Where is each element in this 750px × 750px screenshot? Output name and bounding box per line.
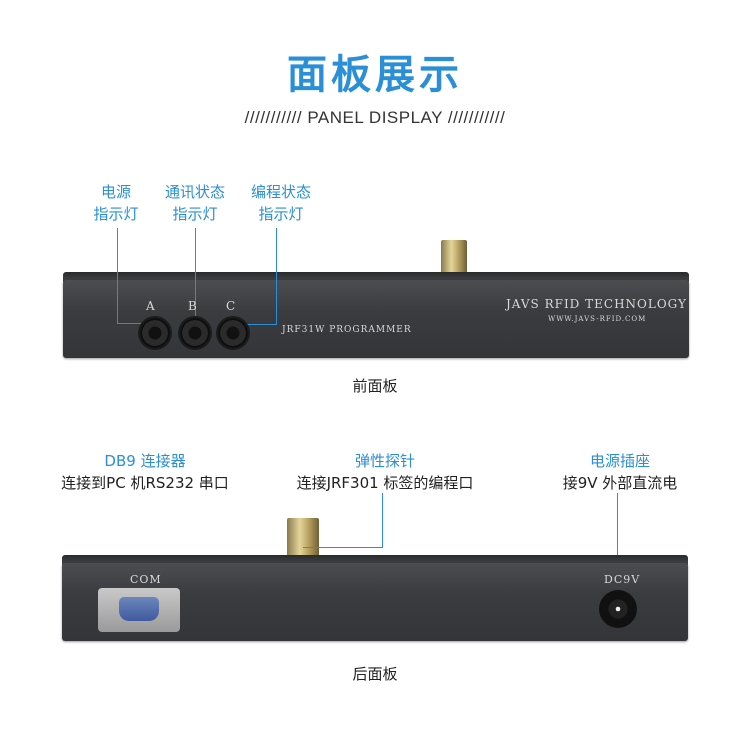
dc-text: DC9V	[604, 573, 641, 586]
led-letter-c: C	[226, 299, 237, 313]
url-text: WWW.JAVS-RFID.COM	[548, 315, 647, 323]
front-caption: 前面板	[352, 377, 398, 395]
led-letter-a: A	[146, 299, 156, 313]
model-text: JRF31W PROGRAMMER	[282, 325, 412, 335]
front-panel	[63, 280, 689, 358]
page-title: 面板展示	[287, 52, 463, 98]
brand-text: JAVS RFID TECHNOLOGY	[506, 297, 687, 311]
comm-indicator-label: 通讯状态 指示灯	[164, 183, 225, 223]
probe-pins-back	[287, 518, 319, 560]
led-letter-b: B	[188, 299, 198, 313]
program-led-icon	[218, 318, 248, 348]
back-panel-top	[62, 555, 688, 565]
com-text: COM	[130, 573, 162, 586]
dc-jack-icon	[599, 590, 637, 628]
comm-led-icon	[180, 318, 210, 348]
program-indicator-label: 编程状态 指示灯	[250, 183, 311, 223]
page-subtitle: /////////// PANEL DISPLAY ///////////	[244, 108, 506, 127]
db9-label: DB9 连接器 连接到PC 机RS232 串口	[61, 452, 229, 492]
front-panel-top	[63, 272, 689, 282]
back-caption: 后面板	[352, 665, 398, 683]
probe-label: 弹性探针 连接JRF301 标签的编程口	[296, 452, 474, 492]
power-socket-label: 电源插座 接9V 外部直流电	[562, 452, 678, 492]
power-indicator-label: 电源 指示灯	[93, 183, 139, 223]
power-led-icon	[140, 318, 170, 348]
